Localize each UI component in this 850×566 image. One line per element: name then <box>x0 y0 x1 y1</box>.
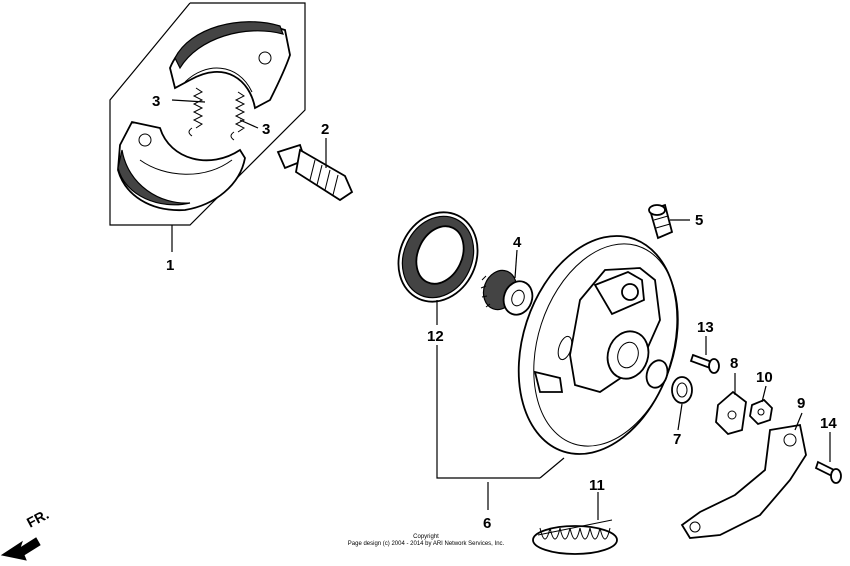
leader-lines <box>171 99 831 520</box>
spring-left[interactable] <box>188 87 204 137</box>
brake-shoe-lower[interactable] <box>117 120 246 211</box>
callout-8: 8 <box>730 355 738 372</box>
callout-13: 13 <box>697 319 714 336</box>
copyright-line-2: Page design (c) 2004 - 2014 by ARI Netwo… <box>348 541 505 547</box>
nut-10[interactable] <box>749 398 773 426</box>
bolt-14[interactable] <box>814 460 842 484</box>
callout-3b: 3 <box>262 121 270 138</box>
callout-14: 14 <box>820 415 837 432</box>
brake-cam[interactable] <box>276 143 354 202</box>
felt-seal[interactable] <box>671 376 693 404</box>
dust-seal[interactable] <box>384 199 492 314</box>
callout-5: 5 <box>695 212 703 229</box>
bolt-13[interactable] <box>689 353 720 374</box>
callout-9: 9 <box>797 395 805 412</box>
callout-2: 2 <box>321 121 329 138</box>
callout-6: 6 <box>483 515 491 532</box>
copyright-line-1: Copyright <box>413 534 439 540</box>
callout-4: 4 <box>513 234 522 251</box>
callout-1: 1 <box>166 257 174 274</box>
callout-labels: 1 2 3 3 4 5 6 7 8 9 10 11 12 13 14 <box>152 93 837 532</box>
front-direction-indicator: FR. <box>0 506 51 561</box>
callout-11: 11 <box>589 477 605 494</box>
grease-nipple[interactable] <box>648 203 674 240</box>
speedometer-gear[interactable] <box>478 266 537 319</box>
brake-panel[interactable] <box>492 215 704 474</box>
copyright-notice: Copyright Page design (c) 2004 - 2014 by… <box>348 534 505 547</box>
arrow-left-icon <box>0 537 41 561</box>
spring-11[interactable] <box>532 519 618 555</box>
spring-right[interactable] <box>230 91 246 141</box>
callout-12: 12 <box>427 328 444 345</box>
callout-7: 7 <box>673 431 681 448</box>
callout-10: 10 <box>756 369 773 386</box>
wear-indicator-plate[interactable] <box>715 390 747 436</box>
brake-arm[interactable] <box>680 423 807 539</box>
direction-label: FR. <box>24 506 51 531</box>
brake-shoe-upper[interactable] <box>169 21 291 110</box>
brake-shoe-frame <box>109 2 306 252</box>
callout-3a: 3 <box>152 93 160 110</box>
